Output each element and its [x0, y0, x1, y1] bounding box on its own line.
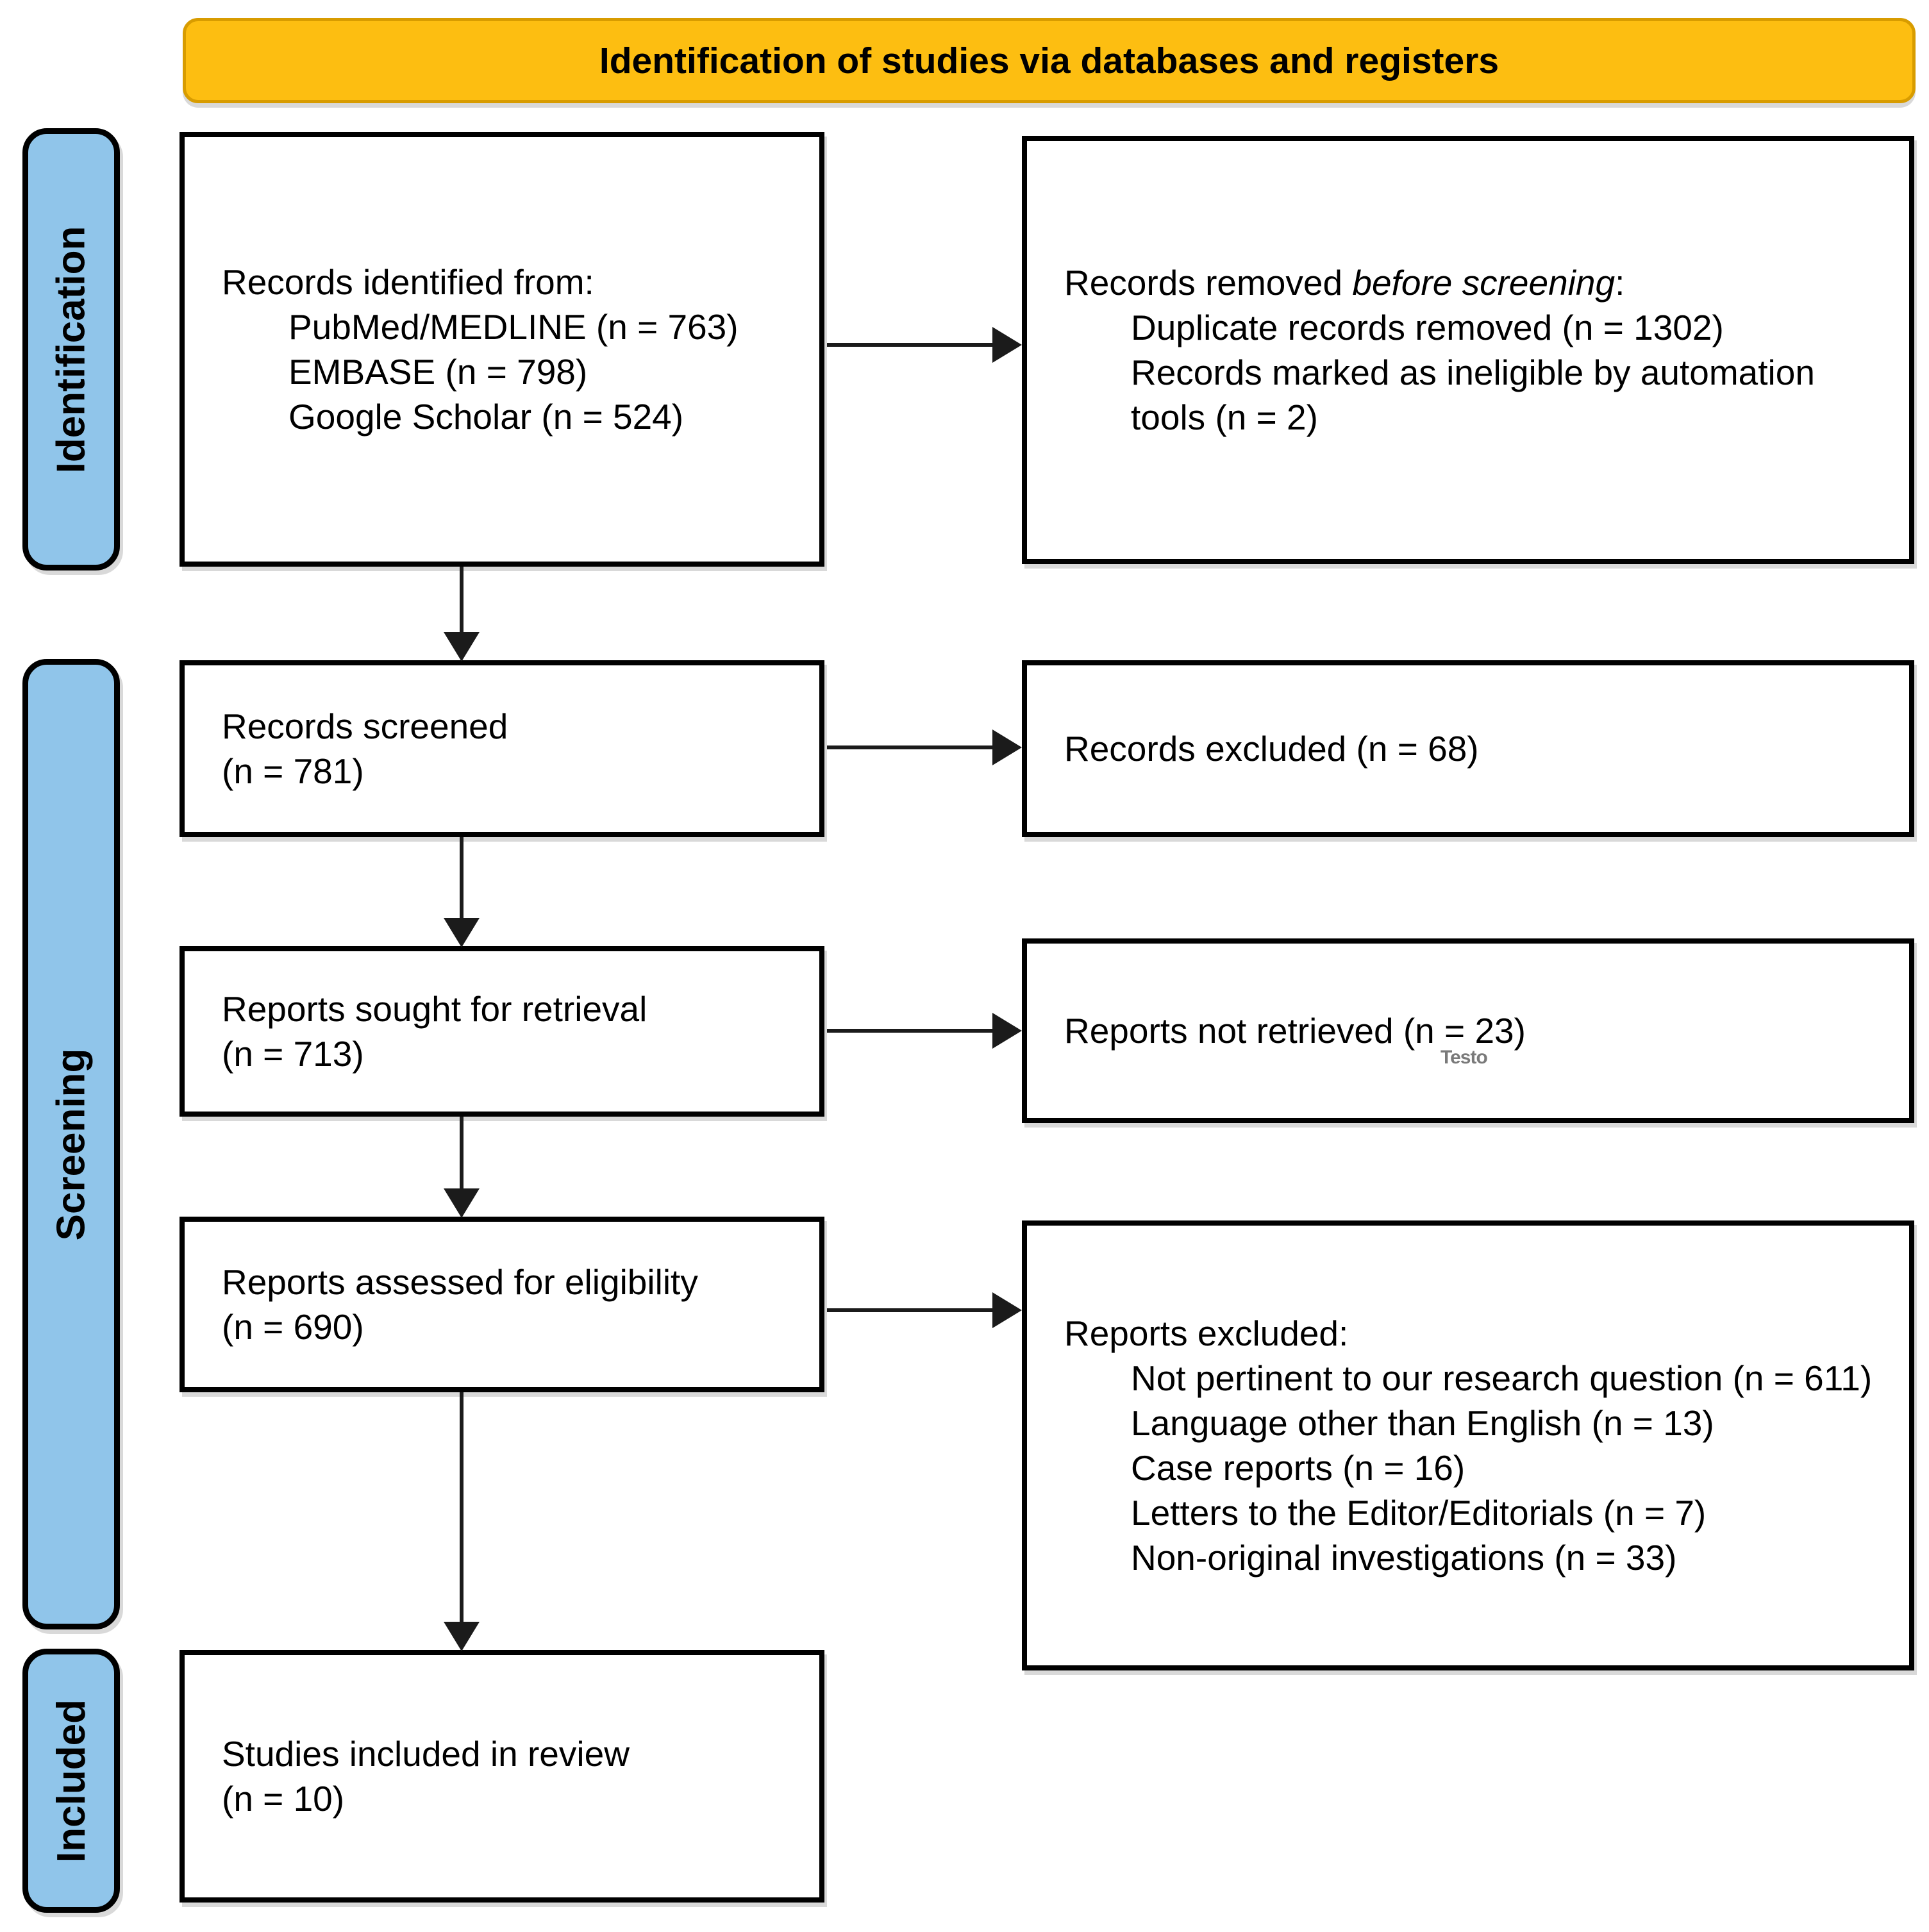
header-title: Identification of studies via databases … [599, 40, 1499, 81]
box-records-screened: Records screened (n = 781) [180, 660, 824, 837]
arrow-screened-to-excluded-head [992, 729, 1022, 765]
studies-included-line1: Studies included in review [222, 1734, 630, 1774]
arrow-identified-to-removed-line [827, 343, 995, 347]
box-records-excluded: Records excluded (n = 68) [1022, 660, 1914, 837]
arrow-sought-to-assessed-line [460, 1117, 463, 1188]
records-screened-count: (n = 781) [222, 751, 364, 791]
arrow-screened-to-sought-line [460, 837, 463, 918]
reports-assessed-count: (n = 690) [222, 1307, 364, 1347]
reports-excluded-item-non-original: Non-original investigations (n = 33) [1131, 1538, 1677, 1578]
reports-sought-line1: Reports sought for retrieval [222, 989, 647, 1029]
arrow-screened-to-excluded-line [827, 745, 995, 749]
arrow-identified-to-screened-line [460, 567, 463, 632]
stage-label-included: Included [22, 1649, 120, 1913]
box-reports-sought: Reports sought for retrieval (n = 713) [180, 946, 824, 1117]
reports-excluded-item-case-reports: Case reports (n = 16) [1131, 1448, 1466, 1488]
reports-excluded-item-language: Language other than English (n = 13) [1131, 1403, 1714, 1443]
records-removed-item-duplicates: Duplicate records removed (n = 1302) [1131, 308, 1724, 347]
arrow-screened-to-sought-head [444, 918, 480, 947]
studies-included-count: (n = 10) [222, 1779, 345, 1819]
box-reports-not-retrieved: Reports not retrieved (n = 23) Testo [1022, 938, 1914, 1123]
arrow-sought-to-assessed-head [444, 1188, 480, 1218]
records-identified-item-pubmed: PubMed/MEDLINE (n = 763) [288, 307, 739, 347]
arrow-sought-to-not-retrieved-line [827, 1029, 995, 1033]
stage-label-included-text: Included [49, 1699, 94, 1863]
reports-excluded-heading: Reports excluded: [1064, 1313, 1349, 1353]
records-identified-item-embase: EMBASE (n = 798) [288, 352, 588, 392]
arrow-identified-to-screened-head [444, 632, 480, 662]
arrow-assessed-to-reports-excluded-head [992, 1292, 1022, 1328]
reports-not-retrieved-line1: Reports not retrieved (n = 23) [1064, 1011, 1526, 1051]
box-reports-assessed: Reports assessed for eligibility (n = 69… [180, 1217, 824, 1392]
records-removed-heading-prefix: Records removed [1064, 263, 1353, 303]
arrow-sought-to-not-retrieved-head [992, 1013, 1022, 1049]
header-banner: Identification of studies via databases … [183, 18, 1916, 103]
reports-sought-count: (n = 713) [222, 1034, 364, 1074]
reports-assessed-line1: Reports assessed for eligibility [222, 1262, 698, 1302]
reports-excluded-item-letters: Letters to the Editor/Editorials (n = 7) [1131, 1493, 1707, 1533]
box-records-removed: Records removed before screening: Duplic… [1022, 136, 1914, 564]
stage-label-identification-text: Identification [49, 226, 94, 473]
records-removed-heading-italic: before screening [1352, 263, 1616, 303]
stage-label-screening-text: Screening [49, 1048, 94, 1240]
arrow-assessed-to-included-head [444, 1622, 480, 1651]
records-removed-item-automation: Records marked as ineligible by automati… [1131, 353, 1815, 437]
records-removed-heading: Records removed before screening: [1064, 260, 1883, 305]
stage-label-identification: Identification [22, 128, 120, 570]
records-excluded-line1: Records excluded (n = 68) [1064, 729, 1479, 769]
arrow-assessed-to-reports-excluded-line [827, 1308, 995, 1312]
watermark-artifact-text: Testo [1440, 1047, 1488, 1068]
records-removed-heading-suffix: : [1615, 263, 1625, 303]
reports-excluded-item-not-pertinent: Not pertinent to our research question (… [1131, 1358, 1873, 1398]
arrow-assessed-to-included-line [460, 1392, 463, 1622]
box-studies-included: Studies included in review (n = 10) [180, 1650, 824, 1903]
box-reports-excluded: Reports excluded: Not pertinent to our r… [1022, 1220, 1914, 1670]
records-screened-line1: Records screened [222, 706, 508, 746]
records-identified-heading: Records identified from: [222, 262, 594, 302]
box-records-identified: Records identified from: PubMed/MEDLINE … [180, 132, 824, 567]
arrow-identified-to-removed-head [992, 327, 1022, 363]
stage-label-screening: Screening [22, 659, 120, 1629]
records-identified-item-scholar: Google Scholar (n = 524) [288, 397, 684, 437]
